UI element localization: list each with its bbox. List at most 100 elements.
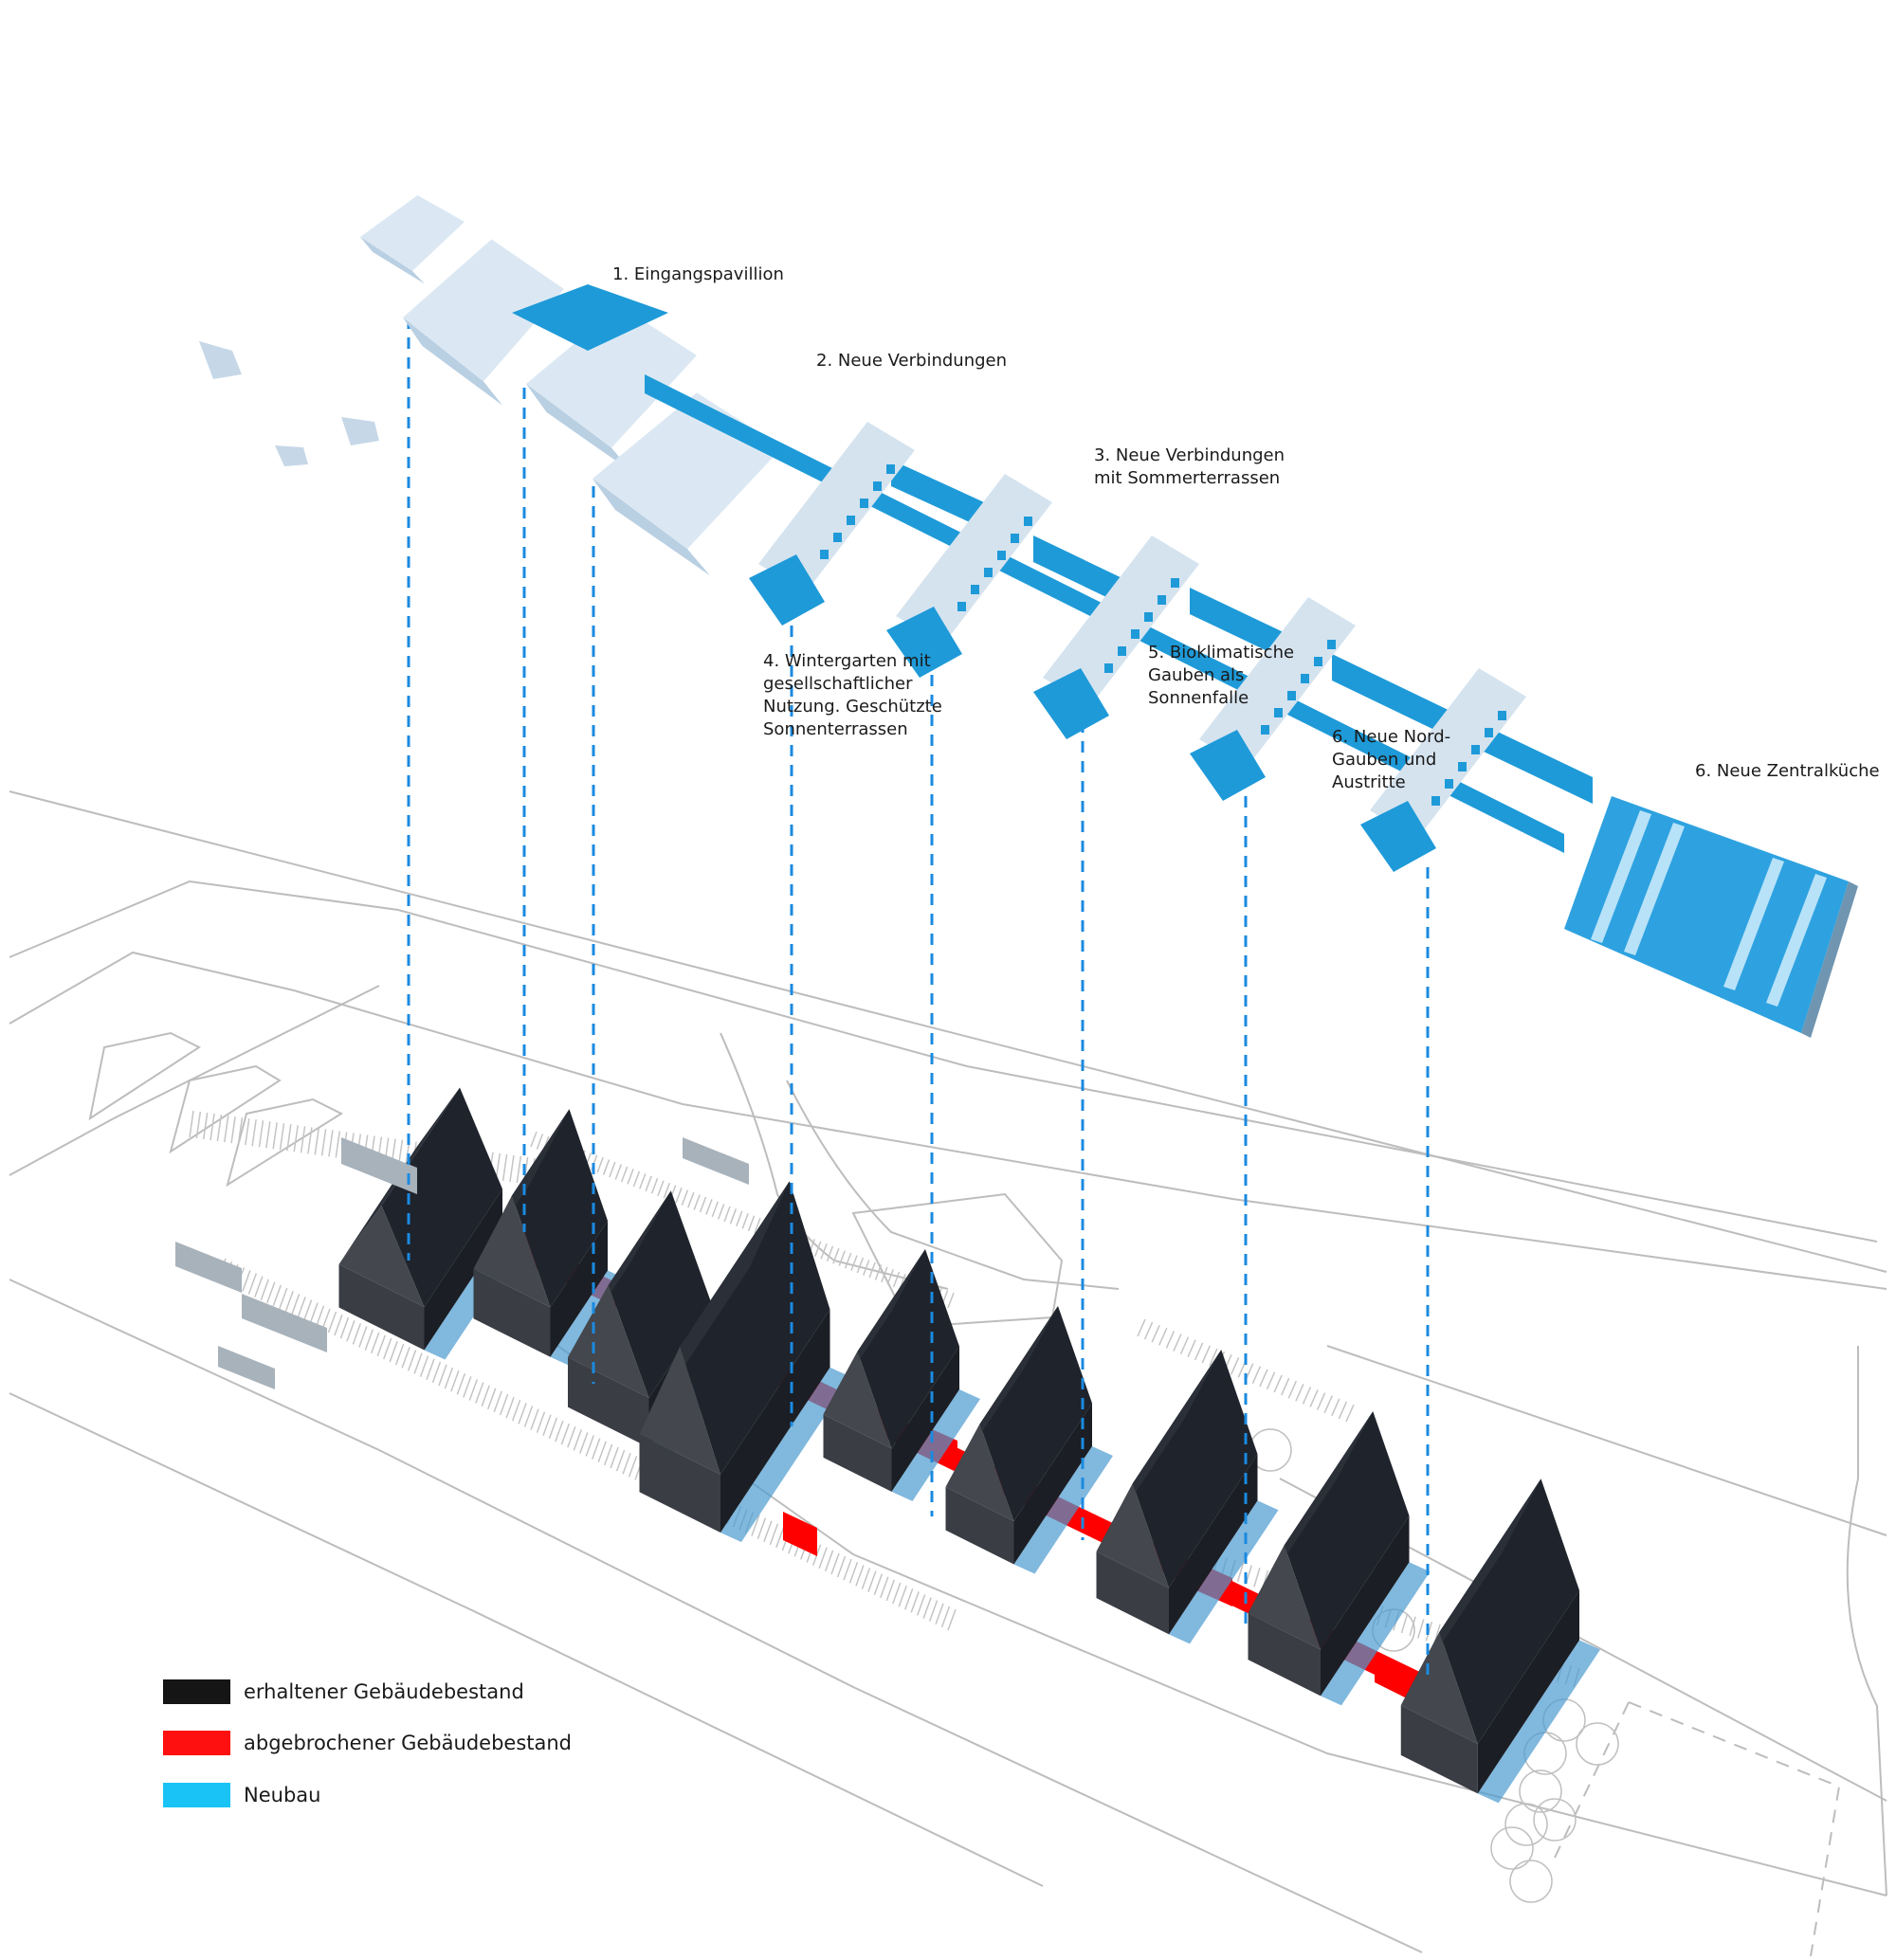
wing-roof: [758, 422, 915, 592]
dormer-icon: [873, 481, 882, 491]
path-hatch: [438, 1364, 447, 1387]
path-hatch: [284, 1290, 294, 1313]
dormer-icon: [1314, 657, 1322, 666]
path-hatch: [687, 1191, 695, 1208]
dormer-icon: [1104, 663, 1113, 673]
path-hatch: [850, 1255, 858, 1271]
existing-building-9: [1400, 1479, 1600, 1804]
path-hatch: [754, 1217, 761, 1234]
path-hatch: [947, 1292, 955, 1309]
dormer-icon: [1485, 728, 1493, 737]
path-hatch: [614, 1164, 622, 1180]
side-wall: [1013, 1403, 1092, 1565]
path-hatch: [681, 1189, 689, 1206]
path-hatch: [189, 1110, 194, 1138]
path-hatch: [880, 1576, 889, 1599]
path-hatch: [530, 1131, 538, 1148]
parking-outline: [169, 1064, 282, 1154]
wing-roof: [1043, 535, 1199, 706]
path-hatch: [511, 1399, 521, 1422]
path-hatch: [468, 1379, 478, 1401]
path-hatch: [505, 1396, 515, 1419]
path-hatch: [886, 1269, 894, 1285]
outbuilding: [218, 1346, 275, 1389]
gable-wall: [1096, 1552, 1169, 1635]
annotation-wintergarten: 4. Wintergarten mit gesellschaftlicher N…: [763, 651, 942, 739]
path-hatch: [1151, 1324, 1160, 1343]
path-hatch: [1287, 1380, 1297, 1399]
path-hatch: [266, 1281, 276, 1304]
dormer-icon: [1011, 534, 1019, 543]
path-hatch: [286, 1124, 292, 1152]
path-hatch: [592, 1438, 601, 1460]
annotation-neue-verbindungen: 2. Neue Verbindungen: [816, 351, 1008, 371]
path-hatch: [610, 1446, 619, 1469]
outbuilding-shell: [199, 341, 242, 379]
roof-face: [1439, 1479, 1579, 1744]
path-hatch: [548, 1417, 558, 1440]
path-hatch: [463, 1376, 472, 1398]
path-curve: [720, 1032, 949, 1290]
new-connector-terrace: [1484, 725, 1593, 804]
path-hatch: [705, 1199, 713, 1215]
skylight-strip: [1723, 858, 1784, 990]
path-hatch: [1302, 1387, 1312, 1405]
tree-icon: [1519, 1769, 1562, 1813]
path-hatch: [530, 1408, 539, 1430]
wing-4: [1190, 597, 1356, 801]
path-hatch: [339, 1316, 350, 1339]
skylight-strip: [1624, 823, 1685, 955]
path-hatch: [699, 1196, 707, 1213]
site-edge: [1846, 1346, 1887, 1896]
path-hatch: [657, 1180, 665, 1197]
roof-face: [857, 1249, 959, 1449]
dormer-icon: [833, 533, 842, 542]
new-connector-terrace: [1190, 588, 1289, 662]
shell-wall: [403, 318, 503, 406]
path-hatch: [260, 1279, 269, 1301]
annotation-zentralkueche: 6. Neue Zentralküche: [1695, 761, 1880, 781]
path-hatch: [1338, 1401, 1348, 1420]
dormer-icon: [997, 551, 1006, 560]
path-hatch: [1143, 1321, 1154, 1340]
path-hatch: [868, 1261, 876, 1279]
path-hatch: [818, 1547, 828, 1569]
site-boundary-line: [9, 790, 1887, 1273]
legend-label-demolished: abgebrochener Gebäudebestand: [244, 1732, 572, 1754]
existing-building-6: [945, 1306, 1113, 1574]
path-hatch: [426, 1358, 435, 1380]
legend-label-existing: erhaltener Gebäudebestand: [244, 1680, 524, 1703]
path-hatch: [922, 1597, 932, 1619]
existing-building-4: [639, 1181, 851, 1543]
dormer-icon: [971, 585, 979, 594]
path-hatch: [1194, 1342, 1204, 1361]
path-hatch: [843, 1558, 852, 1581]
garden-area: [851, 1192, 1064, 1329]
path-hatch: [230, 1116, 236, 1144]
path-hatch: [814, 1241, 822, 1258]
shell-wall: [592, 479, 710, 576]
path-hatch: [279, 1123, 285, 1151]
dormer-icon: [1458, 762, 1467, 771]
dormer-icon: [1144, 612, 1153, 622]
path-hatch: [450, 1370, 460, 1392]
dormer-icon: [1471, 745, 1480, 754]
roof-face: [1284, 1411, 1410, 1650]
path-hatch: [1209, 1348, 1218, 1367]
path-hatch: [315, 1305, 325, 1328]
winter-garden: [749, 554, 825, 626]
path-hatch: [820, 1243, 828, 1260]
path-hatch: [328, 1130, 334, 1157]
path-hatch: [272, 1122, 278, 1150]
site-edge: [9, 1392, 1044, 1887]
path-hatch: [916, 1594, 926, 1616]
dormer-icon: [1301, 674, 1309, 683]
path-hatch: [1251, 1366, 1262, 1384]
road-line: [9, 880, 1878, 1243]
path-hatch: [628, 1456, 638, 1478]
dormer-icon: [1287, 691, 1296, 700]
gable-wall: [568, 1357, 649, 1448]
dormer-icon: [1158, 595, 1166, 605]
path-hatch: [757, 1517, 767, 1539]
side-wall: [1169, 1454, 1258, 1635]
